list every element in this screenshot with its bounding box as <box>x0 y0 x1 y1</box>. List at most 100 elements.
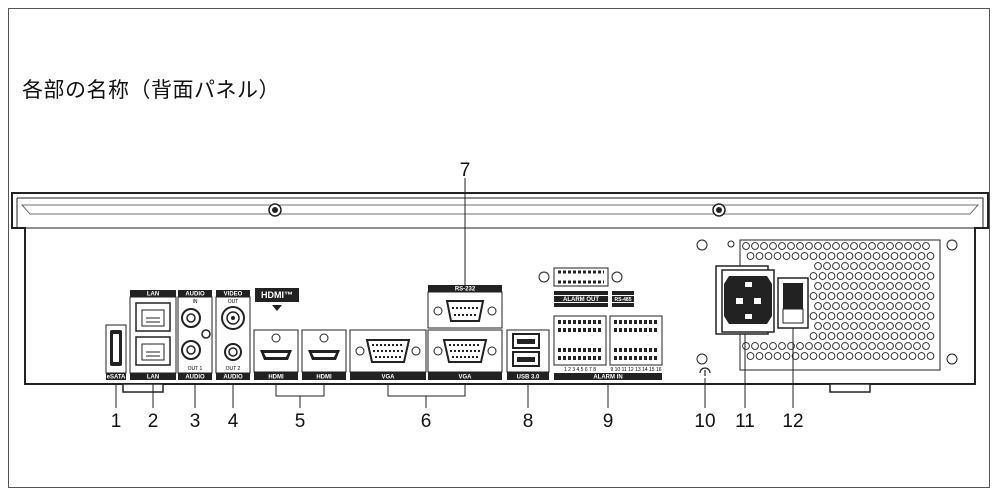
vent-hole <box>922 342 930 350</box>
vent-hole <box>796 242 804 250</box>
vent-hole <box>854 252 863 260</box>
vent-hole <box>809 272 818 280</box>
vent-hole <box>904 302 912 310</box>
vent-hole <box>917 272 926 280</box>
vent-hole <box>886 342 894 350</box>
vent-hole <box>859 322 867 330</box>
screw-icon <box>946 239 958 251</box>
vent-hole <box>751 342 759 350</box>
vent-hole <box>868 282 876 290</box>
video-audio-ports: VIDEO OUT OUT 2 AUDIO <box>215 290 251 381</box>
vent-hole <box>809 292 818 300</box>
vent-hole <box>836 352 845 360</box>
screw-icon <box>946 353 958 365</box>
rs232-port: RS-232 <box>427 285 503 329</box>
vent-hole <box>890 352 899 360</box>
vent-hole <box>868 302 876 310</box>
vent-hole <box>823 262 831 270</box>
esata-port: eSATA <box>105 324 127 381</box>
vent-hole <box>769 242 777 250</box>
vent-hole <box>890 252 899 260</box>
vent-hole <box>881 292 890 300</box>
vent-hole <box>877 302 885 310</box>
screw-icon <box>696 239 708 251</box>
vent-hole <box>760 342 768 350</box>
vent-hole <box>868 322 876 330</box>
vent-hole <box>863 272 872 280</box>
vent-hole <box>872 252 881 260</box>
vent-hole <box>904 262 912 270</box>
vent-hole <box>868 262 876 270</box>
vent-hole <box>755 352 764 360</box>
vent-hole <box>814 342 822 350</box>
vent-hole <box>868 242 876 250</box>
vent-hole <box>836 332 845 340</box>
vent-hole <box>854 272 863 280</box>
vent-hole <box>881 332 890 340</box>
callout-3: 3 <box>190 411 201 432</box>
vent-hole <box>881 312 890 320</box>
vent-hole <box>899 272 908 280</box>
vent-hole <box>814 302 822 310</box>
vent-hole <box>850 282 858 290</box>
vent-hole <box>913 242 921 250</box>
lan-top-label: LAN <box>147 292 159 298</box>
vent-hole <box>926 312 935 320</box>
vent-hole <box>895 282 903 290</box>
hdmi1-label: HDMI <box>268 375 284 381</box>
vent-hole <box>904 342 912 350</box>
vent-hole <box>881 272 890 280</box>
svg-text:IN: IN <box>193 299 198 305</box>
vent-hole <box>913 302 921 310</box>
vent-hole <box>917 312 926 320</box>
callout-9: 9 <box>603 411 614 432</box>
vent-hole <box>818 272 827 280</box>
usb-label: USB 3.0 <box>517 375 540 381</box>
screw-icon <box>538 271 550 283</box>
vent-hole <box>841 302 849 310</box>
vent-hole <box>809 312 818 320</box>
vent-hole <box>895 262 903 270</box>
vent-hole <box>877 322 885 330</box>
vent-hole <box>877 242 885 250</box>
vent-hole <box>922 242 930 250</box>
vent-hole <box>926 352 935 360</box>
vent-hole <box>818 252 827 260</box>
vent-hole <box>800 352 809 360</box>
vent-hole <box>850 262 858 270</box>
vent-hole <box>778 242 786 250</box>
vent-hole <box>863 252 872 260</box>
audio-in-label: AUDIO <box>185 292 205 298</box>
callout-leaders <box>115 328 794 408</box>
vent-hole <box>863 312 872 320</box>
vent-hole <box>904 322 912 330</box>
callout-6: 6 <box>421 411 432 432</box>
vent-hole <box>922 322 930 330</box>
vent-hole <box>742 242 750 250</box>
vent-hole <box>778 342 786 350</box>
vent-hole <box>787 242 795 250</box>
lan-bottom-label: LAN <box>147 375 159 381</box>
vent-hole <box>809 352 818 360</box>
callout-8: 8 <box>523 411 534 432</box>
vent-hole <box>886 242 894 250</box>
vent-hole <box>827 252 836 260</box>
vent-hole <box>773 252 782 260</box>
vent-hole <box>841 282 849 290</box>
vent-hole <box>872 312 881 320</box>
vga1-label: VGA <box>381 375 395 381</box>
vent-hole <box>764 352 773 360</box>
vent-hole <box>895 242 903 250</box>
vent-hole <box>841 242 849 250</box>
vent-hole <box>823 322 831 330</box>
vent-hole <box>850 302 858 310</box>
vent-hole <box>926 332 935 340</box>
vent-hole <box>904 242 912 250</box>
screw-icon <box>696 353 708 365</box>
vent-hole <box>917 332 926 340</box>
vent-hole <box>899 312 908 320</box>
vent-hole <box>845 292 854 300</box>
vent-hole <box>746 252 755 260</box>
screw-icon <box>611 271 623 283</box>
vent-hole <box>872 352 881 360</box>
